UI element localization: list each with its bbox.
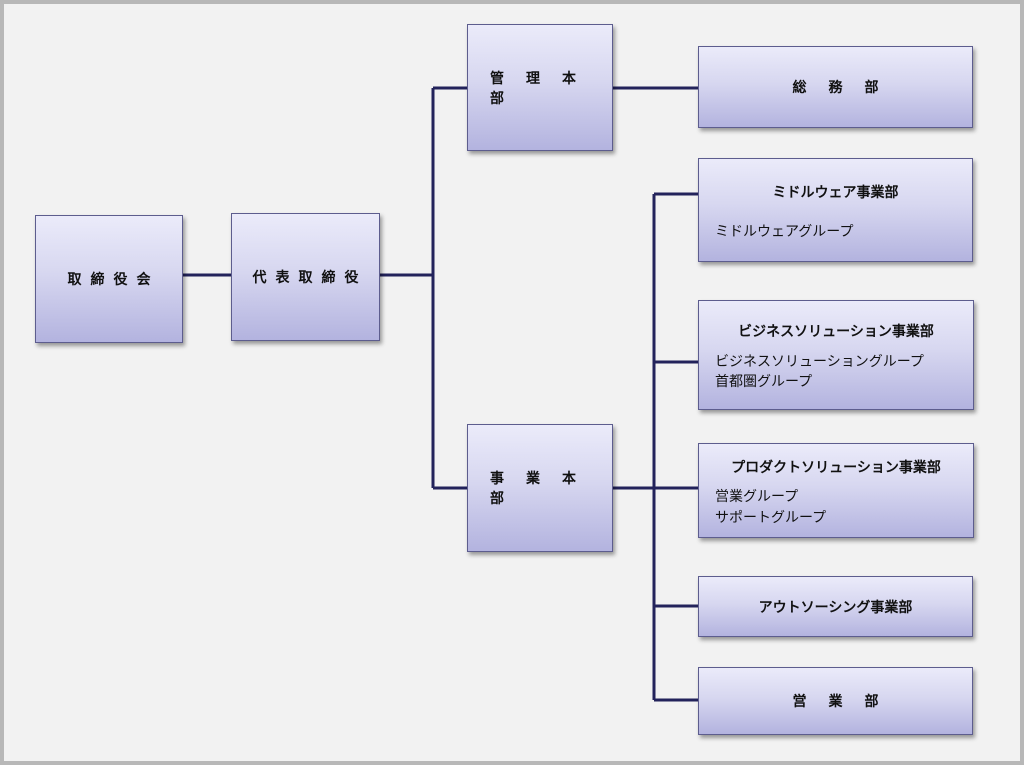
board-of-directors-box: 取締役会	[35, 215, 183, 343]
product-solution-division-box: プロダクトソリューション事業部 営業グループ サポートグループ	[698, 443, 974, 538]
business-solution-group: ビジネスソリューショングループ	[715, 354, 924, 370]
admin-headquarters-box: 管理本部	[467, 24, 613, 151]
sales-department-box: 営業部	[698, 667, 973, 735]
metropolitan-group: 首都圏グループ	[715, 374, 813, 390]
middleware-group: ミドルウェアグループ	[715, 224, 854, 240]
business-solution-division-title: ビジネスソリューション事業部	[738, 324, 934, 340]
business-solution-division-box: ビジネスソリューション事業部 ビジネスソリューショングループ 首都圏グループ	[698, 300, 974, 410]
middleware-division-box: ミドルウェア事業部 ミドルウェアグループ	[698, 158, 973, 262]
outsourcing-division-box: アウトソーシング事業部	[698, 576, 973, 637]
product-solution-division-title: プロダクトソリューション事業部	[731, 460, 941, 476]
support-group: サポートグループ	[715, 510, 827, 526]
sales-group: 営業グループ	[715, 489, 799, 505]
business-headquarters-box: 事業本部	[467, 424, 613, 552]
general-affairs-box: 総務部	[698, 46, 973, 128]
representative-director-box: 代表取締役	[231, 213, 380, 341]
middleware-division-title: ミドルウェア事業部	[772, 185, 899, 201]
